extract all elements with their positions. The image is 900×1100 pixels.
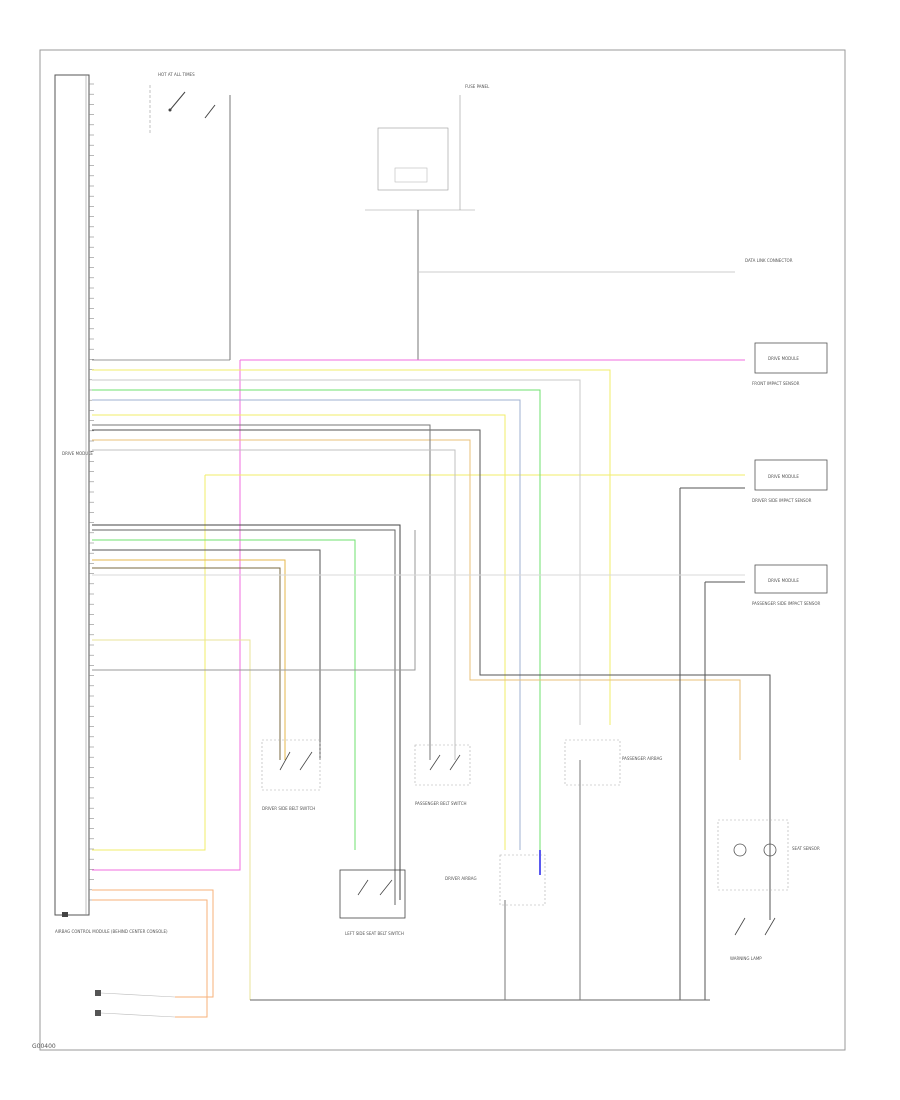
svg-text:DRIVE MODULE: DRIVE MODULE xyxy=(768,474,799,479)
driver-airbag: DRIVER AIRBAG xyxy=(445,850,546,906)
fuse-label: FUSE PANEL xyxy=(465,84,490,89)
module-caption: AIRBAG CONTROL MODULE (BEHIND CENTER CON… xyxy=(55,929,168,934)
svg-text:PASSENGER BELT SWITCH: PASSENGER BELT SWITCH xyxy=(415,801,467,806)
svg-text:PASSENGER SIDE IMPACT SENSOR: PASSENGER SIDE IMPACT SENSOR xyxy=(752,601,820,606)
module-label: DRIVE MODULE xyxy=(62,451,93,456)
svg-text:DRIVE MODULE: DRIVE MODULE xyxy=(768,578,799,583)
driver-belt-switch: DRIVER SIDE BELT SWITCH xyxy=(261,739,321,811)
wire-blue-1 xyxy=(92,399,521,850)
module-ground-tab xyxy=(62,912,68,917)
ignition-switch: HOT AT ALL TIMES xyxy=(92,72,231,361)
wire-green-1 xyxy=(92,389,541,850)
bottom-connector xyxy=(95,990,176,1018)
wire-orange-1 xyxy=(92,889,214,998)
svg-text:DRIVER SIDE BELT SWITCH: DRIVER SIDE BELT SWITCH xyxy=(262,806,315,811)
seat-sensor: SEAT SENSOR xyxy=(717,819,820,891)
svg-text:DRIVER SIDE IMPACT SENSOR: DRIVER SIDE IMPACT SENSOR xyxy=(752,498,812,503)
svg-text:LEFT SIDE SEAT BELT SWITCH: LEFT SIDE SEAT BELT SWITCH xyxy=(345,931,404,936)
svg-text:DRIVE MODULE: DRIVE MODULE xyxy=(768,356,799,361)
right-box-3: DRIVE MODULE PASSENGER SIDE IMPACT SENSO… xyxy=(752,564,828,606)
svg-text:DRIVER AIRBAG: DRIVER AIRBAG xyxy=(445,876,477,881)
svg-text:FRONT IMPACT SENSOR: FRONT IMPACT SENSOR xyxy=(752,381,800,386)
right-box-2: DRIVE MODULE DRIVER SIDE IMPACT SENSOR xyxy=(752,459,828,503)
passenger-belt-switch: PASSENGER BELT SWITCH xyxy=(414,744,471,806)
passenger-airbag: PASSENGER AIRBAG xyxy=(564,739,662,786)
ignition-label: HOT AT ALL TIMES xyxy=(158,72,195,77)
wires xyxy=(92,359,771,1018)
data-link-label: DATA LINK CONNECTOR xyxy=(745,258,793,263)
wire-yellow-1 xyxy=(92,369,611,725)
wire-dark-1 xyxy=(92,524,401,900)
svg-text:WARNING LAMP: WARNING LAMP xyxy=(730,956,762,961)
warning-lamp: WARNING LAMP xyxy=(730,917,776,961)
left-seat-belt-switch: LEFT SIDE SEAT BELT SWITCH xyxy=(339,869,406,936)
svg-text:SEAT SENSOR: SEAT SENSOR xyxy=(792,846,820,851)
diagram-frame xyxy=(39,49,846,1051)
svg-text:PASSENGER AIRBAG: PASSENGER AIRBAG xyxy=(622,756,662,761)
wire-gray-1 xyxy=(92,379,581,725)
module-pins xyxy=(89,83,94,901)
right-box-1: DRIVE MODULE FRONT IMPACT SENSOR xyxy=(752,342,828,386)
figure-reference: G00400 xyxy=(32,1043,56,1050)
fuse-panel: FUSE PANEL xyxy=(365,84,490,360)
control-module: DRIVE MODULE xyxy=(54,74,94,917)
